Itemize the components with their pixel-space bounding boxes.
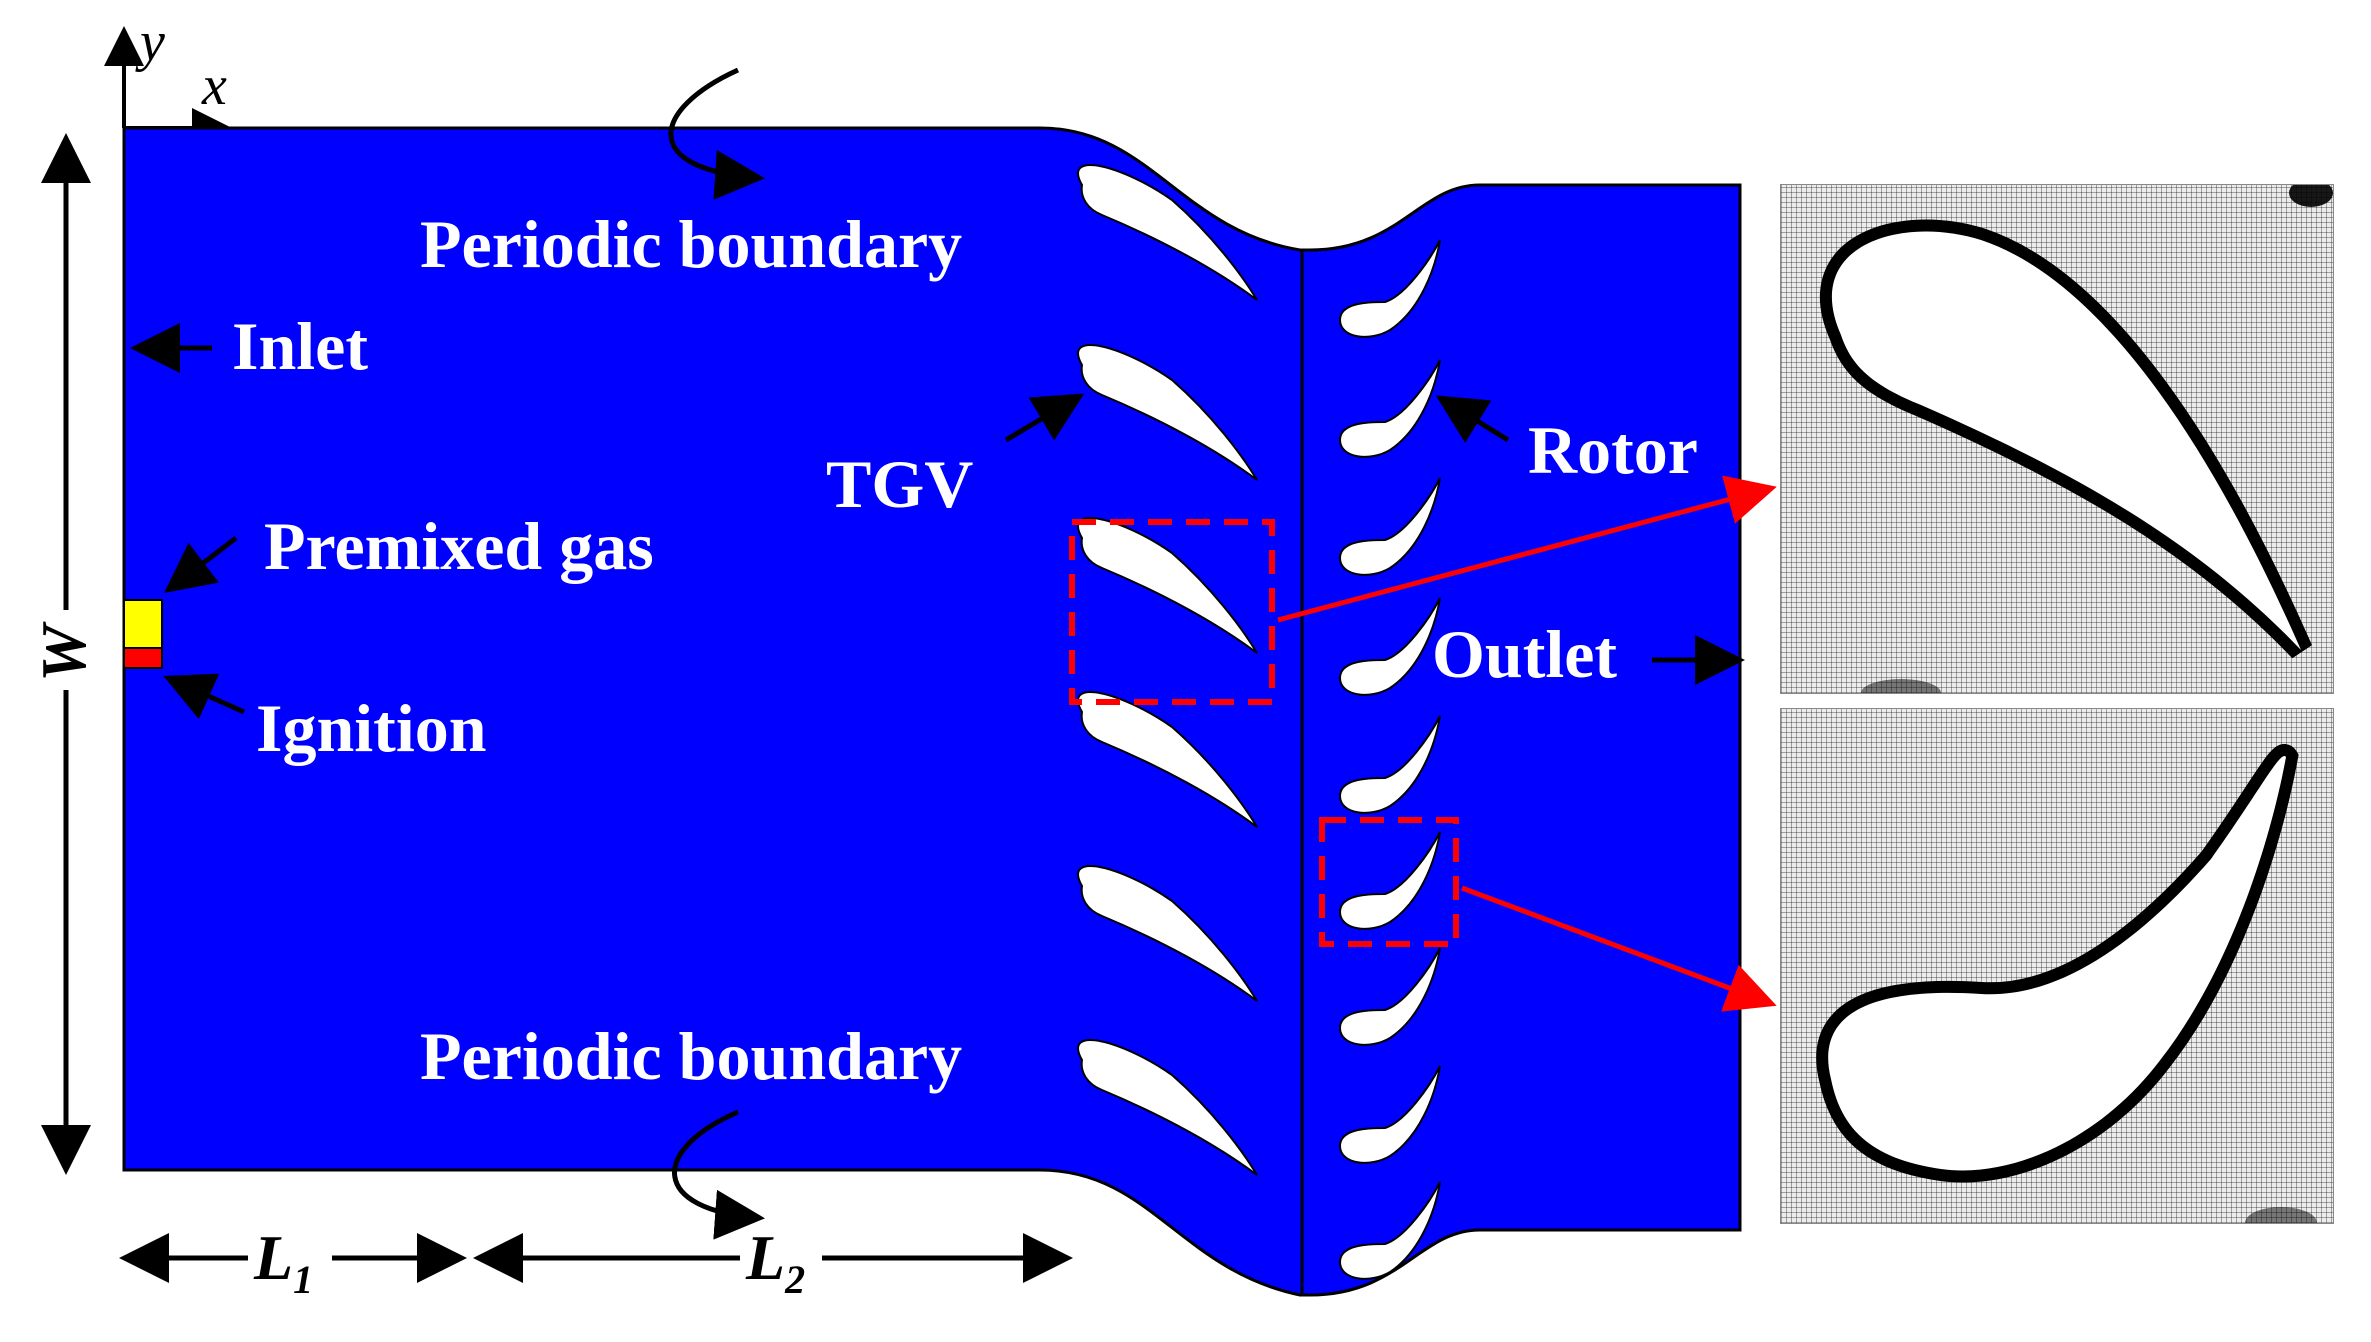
ignition-arrow xyxy=(163,673,246,720)
l2-dimension-label: L2 xyxy=(746,1226,805,1300)
computational-domain xyxy=(122,126,1742,1297)
rotor-label: Rotor xyxy=(1528,412,1698,488)
premixed-arrow xyxy=(164,536,238,594)
l1-main: L xyxy=(254,1222,294,1293)
rotor-zoom-arrow xyxy=(1461,885,1777,1012)
l1-subscript: 1 xyxy=(293,1257,314,1302)
premixed-gas-label: Premixed gas xyxy=(264,508,654,584)
tgv-arrow xyxy=(1004,393,1085,443)
rotor-mesh-panel xyxy=(1780,708,2334,1224)
tgv-mesh-panel xyxy=(1780,184,2334,694)
x-axis-label: x xyxy=(202,55,227,117)
periodic-top-arrow xyxy=(668,67,765,200)
l1-dimension-label: L1 xyxy=(254,1226,313,1300)
ignition-patch xyxy=(123,647,163,669)
rotor-zoom-box xyxy=(1319,817,1459,947)
outlet-label: Outlet xyxy=(1432,616,1618,692)
periodic-boundary-top-label: Periodic boundary xyxy=(420,206,963,282)
premixed-gas-patch xyxy=(123,599,163,649)
tgv-zoom-arrow xyxy=(1277,475,1777,623)
rotor-arrow xyxy=(1435,395,1510,443)
l2-subscript: 2 xyxy=(785,1257,806,1302)
l2-main: L xyxy=(746,1222,786,1293)
periodic-bottom-arrow xyxy=(672,1109,765,1240)
periodic-boundary-bottom-label: Periodic boundary xyxy=(420,1018,963,1094)
ignition-label: Ignition xyxy=(256,690,487,766)
y-axis-label: y xyxy=(140,11,165,73)
inlet-label: Inlet xyxy=(232,308,368,384)
tgv-label: TGV xyxy=(826,446,974,522)
width-dimension-label: W xyxy=(28,625,99,682)
tgv-zoom-box xyxy=(1069,519,1275,705)
